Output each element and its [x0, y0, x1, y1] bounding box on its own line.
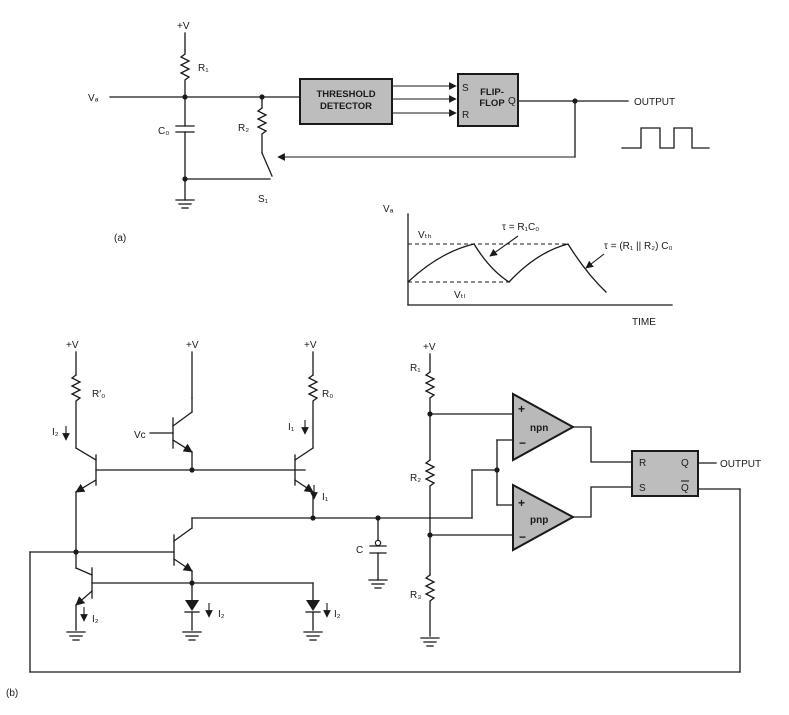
i2-label-b3: I₂ — [334, 609, 341, 620]
supply-label-b4: +V — [423, 342, 436, 353]
ground-b1 — [66, 631, 86, 641]
r0-label: R₀ — [322, 389, 333, 400]
r0-prime-label: R′₀ — [92, 389, 105, 400]
ground-a — [175, 199, 195, 209]
c0-label: C₀ — [158, 126, 169, 137]
r3-label-b: R₃ — [410, 590, 421, 601]
ff-q-label-b: Q — [681, 458, 689, 469]
threshold-detector-label-1: THRESHOLD — [316, 89, 375, 100]
transistor-q-left — [75, 447, 97, 493]
waveform-graph: Vₐ TIME Vₜₕ Vₜₗ τ = R₁C₀ τ = (R₁ || R₂) … — [383, 204, 673, 328]
transistor-q-middle — [173, 527, 193, 572]
r2-label-b: R₂ — [410, 473, 421, 484]
resistor-r0 — [307, 374, 319, 449]
ff-qbar-label-b: Q — [681, 483, 689, 494]
supply-label-a: +V — [177, 21, 190, 32]
circuit-a: +V R₁ Vₐ C₀ R₂ S₁ THRESHOLD — [88, 21, 710, 244]
supply-label-b2: +V — [186, 340, 199, 351]
ff-q-label-a: Q — [508, 96, 516, 107]
ff-s-label-a: S — [462, 83, 469, 94]
i2-label-b2: I₂ — [218, 609, 225, 620]
output-label-b: OUTPUT — [720, 459, 761, 470]
flip-flop-box-b — [631, 450, 699, 497]
r1-label-a: R₁ — [198, 63, 209, 74]
pnp-label: pnp — [530, 515, 548, 526]
supply-label-b1: +V — [66, 340, 79, 351]
supply-label-b3: +V — [304, 340, 317, 351]
waveform-curve — [407, 243, 607, 293]
transistor-q-right — [294, 447, 314, 493]
diode-2 — [305, 600, 321, 613]
tau2-label: τ = (R₁ || R₂) C₀ — [604, 241, 673, 252]
threshold-detector-box — [299, 78, 393, 125]
circuit-b: +V +V +V +V R′₀ I₂ Vᴄ R₀ I₁ — [6, 340, 761, 699]
ff-label-2: FLOP — [479, 98, 505, 109]
i1-label-bottom: I₁ — [322, 492, 329, 503]
ground-b4 — [368, 579, 388, 589]
s1-label: S₁ — [258, 194, 269, 205]
part-b-label: (b) — [6, 688, 18, 699]
vc-label: Vᴄ — [134, 430, 146, 441]
output-label-a: OUTPUT — [634, 97, 675, 108]
ff-r-label-b: R — [639, 458, 646, 469]
resistor-r2-a — [256, 107, 268, 154]
resistor-r1-b — [424, 371, 436, 461]
pnp-minus-label: − — [519, 530, 526, 544]
r1-label-b: R₁ — [410, 363, 421, 374]
ff-r-label-a: R — [462, 110, 469, 121]
resistor-r0-prime — [70, 374, 82, 449]
ground-b5 — [420, 637, 440, 647]
part-a-label: (a) — [114, 233, 126, 244]
flip-flop-box-a — [457, 73, 519, 127]
comparator-npn — [512, 392, 576, 462]
resistor-r1-a — [179, 49, 191, 98]
graph-va-label: Vₐ — [383, 204, 394, 215]
tau1-label: τ = R₁C₀ — [502, 222, 539, 233]
ff-s-label-b: S — [639, 483, 646, 494]
transistor-vc — [172, 411, 193, 453]
va-label-a: Vₐ — [88, 93, 99, 104]
square-wave-icon — [621, 127, 710, 149]
vtl-label: Vₜₗ — [454, 290, 466, 301]
ground-b2 — [182, 631, 202, 641]
ff-label-1: FLIP- — [480, 87, 504, 98]
i2-label-left: I₂ — [52, 427, 59, 438]
ground-b3 — [303, 631, 323, 641]
npn-minus-label: − — [519, 436, 526, 450]
vth-label: Vₜₕ — [418, 230, 432, 241]
r2-label-a: R₂ — [238, 123, 249, 134]
i2-label-b1: I₂ — [92, 614, 99, 625]
switch-s1 — [261, 152, 273, 177]
npn-plus-label: + — [518, 402, 525, 416]
i1-label-top: I₁ — [288, 422, 295, 433]
transistor-q-bottom-left — [75, 567, 93, 606]
npn-label: npn — [530, 423, 548, 434]
threshold-detector-label-2: DETECTOR — [320, 101, 372, 112]
resistor-r3-b — [424, 574, 436, 637]
graph-time-label: TIME — [632, 317, 656, 328]
c-label: C — [356, 545, 363, 556]
comparator-pnp — [512, 483, 576, 552]
resistor-r2-b — [424, 459, 436, 576]
diode-1 — [184, 600, 200, 613]
pnp-plus-label: + — [518, 496, 525, 510]
